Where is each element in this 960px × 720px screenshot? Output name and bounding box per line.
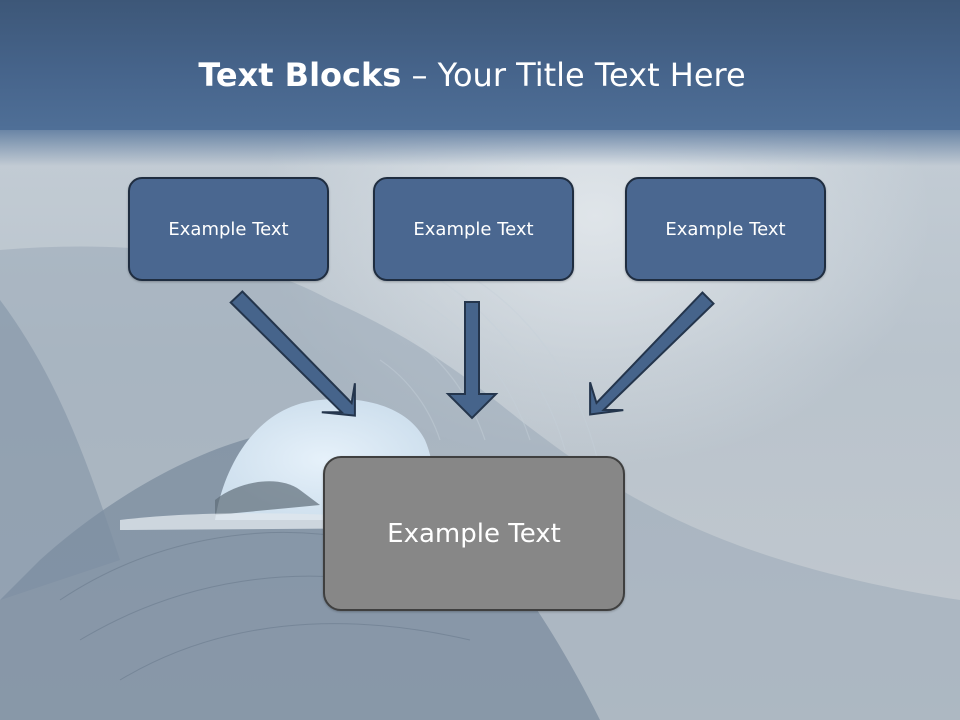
result-text-block[interactable]: Example Text	[323, 456, 625, 611]
text-block-1[interactable]: Example Text	[128, 177, 329, 281]
text-block-2-label: Example Text	[413, 218, 534, 240]
text-block-3[interactable]: Example Text	[625, 177, 826, 281]
title-band-fade	[0, 126, 960, 166]
text-block-3-label: Example Text	[665, 218, 786, 240]
title-bold-text: Text Blocks	[198, 56, 402, 94]
title-band	[0, 0, 960, 130]
text-block-2[interactable]: Example Text	[373, 177, 574, 281]
slide-title: Text Blocks – Your Title Text Here	[0, 52, 944, 98]
title-rest-text: – Your Title Text Here	[401, 56, 746, 94]
arrow-center-icon	[445, 301, 499, 420]
arrow-left-icon	[229, 290, 356, 417]
arrow-right-icon	[589, 291, 715, 416]
result-text-block-label: Example Text	[387, 518, 561, 549]
text-block-1-label: Example Text	[168, 218, 289, 240]
